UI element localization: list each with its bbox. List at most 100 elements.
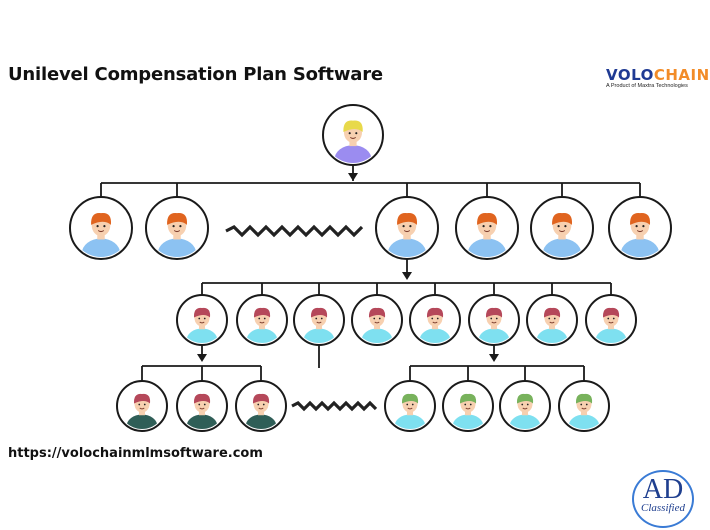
volochain-logo: VOLOCHAIN® A Product of Maxtra Technolog…: [606, 66, 710, 89]
level3-left-avatar-icon: [116, 380, 168, 432]
avatar-mouth: [403, 230, 411, 233]
avatar-eye: [203, 317, 206, 320]
avatar-eye: [495, 317, 498, 320]
avatar-eye: [526, 403, 529, 406]
avatar-eye: [406, 403, 409, 406]
level2-avatar-icon: [293, 294, 345, 346]
avatar-eye: [642, 225, 645, 228]
avatar-eye: [378, 317, 381, 320]
avatar-eye: [373, 317, 376, 320]
avatar-shirt: [509, 414, 541, 429]
avatar-hair: [253, 307, 271, 318]
level2-left-arrow-down-icon: [197, 354, 207, 362]
avatar-eye: [103, 225, 106, 228]
avatar-mouth: [199, 321, 205, 324]
avatar-mouth: [258, 407, 264, 410]
avatar-shirt: [568, 414, 600, 429]
avatar-mouth: [549, 321, 555, 324]
avatar-hair: [575, 393, 593, 404]
diagram-title: Unilevel Compensation Plan Software: [8, 64, 383, 85]
avatar-eye: [548, 317, 551, 320]
level2-avatar-icon: [585, 294, 637, 346]
avatar-eye: [348, 132, 351, 135]
level2-avatar-icon: [351, 294, 403, 346]
avatar-eye: [355, 132, 358, 135]
avatar-hair: [397, 213, 418, 225]
level1-avatar-icon: [69, 196, 133, 260]
avatar-hair: [426, 307, 444, 318]
root-arrow-down-icon: [348, 173, 358, 181]
avatar-shirt: [245, 414, 277, 429]
avatar-hair: [368, 307, 386, 318]
avatar-mouth: [199, 407, 205, 410]
avatar-shirt: [81, 238, 121, 257]
level3-left-avatar-icon: [176, 380, 228, 432]
level2-avatar-icon: [409, 294, 461, 346]
avatar-shirt: [542, 238, 582, 257]
avatar-mouth: [581, 407, 587, 410]
avatar-eye: [607, 317, 610, 320]
avatar-eye: [198, 403, 201, 406]
logo-tagline: A Product of Maxtra Technologies: [606, 83, 688, 89]
avatar-eye: [172, 225, 175, 228]
avatar-eye: [262, 403, 265, 406]
avatar-eye: [138, 403, 141, 406]
level1-avatar-icon: [608, 196, 672, 260]
avatar-hair: [459, 393, 477, 404]
badge-big-text: AD: [642, 474, 684, 505]
avatar-hair: [193, 393, 211, 404]
avatar-mouth: [349, 136, 357, 139]
website-url[interactable]: https://volochainmlmsoftware.com: [8, 446, 263, 461]
avatar-mouth: [173, 230, 181, 233]
level2-avatar-icon: [236, 294, 288, 346]
avatar-eye: [179, 225, 182, 228]
avatar-hair: [602, 307, 620, 318]
avatar-shirt: [186, 328, 218, 343]
avatar-mouth: [608, 321, 614, 324]
avatar-eye: [482, 225, 485, 228]
avatar-mouth: [407, 407, 413, 410]
avatar-hair: [133, 393, 151, 404]
avatar-eye: [490, 317, 493, 320]
avatar-hair: [477, 213, 498, 225]
avatar-eye: [203, 403, 206, 406]
avatar-eye: [635, 225, 638, 228]
avatar-eye: [411, 403, 414, 406]
avatar-mouth: [316, 321, 322, 324]
avatar-eye: [263, 317, 266, 320]
avatar-shirt: [478, 328, 510, 343]
logo-brand-volo: VOLO: [606, 66, 654, 84]
avatar-mouth: [558, 230, 566, 233]
avatar-mouth: [259, 321, 265, 324]
avatar-shirt: [157, 238, 197, 257]
avatar-eye: [409, 225, 412, 228]
avatar-eye: [489, 225, 492, 228]
avatar-shirt: [303, 328, 335, 343]
level3-right-avatar-icon: [499, 380, 551, 432]
avatar-hair: [630, 213, 651, 225]
avatar-eye: [258, 317, 261, 320]
level1-arrow-down-icon: [402, 272, 412, 280]
avatar-shirt: [186, 414, 218, 429]
avatar-hair: [167, 213, 188, 225]
avatar-mouth: [483, 230, 491, 233]
level2-right-arrow-down-icon: [489, 354, 499, 362]
avatar-eye: [612, 317, 615, 320]
avatar-hair: [193, 307, 211, 318]
level2-avatar-icon: [176, 294, 228, 346]
avatar-shirt: [394, 414, 426, 429]
avatar-eye: [315, 317, 318, 320]
level2-avatar-icon: [468, 294, 520, 346]
avatar-hair: [485, 307, 503, 318]
avatar-eye: [198, 317, 201, 320]
avatar-shirt: [595, 328, 627, 343]
avatar-shirt: [246, 328, 278, 343]
level1-avatar-icon: [530, 196, 594, 260]
level1-avatar-icon: [455, 196, 519, 260]
level1-avatar-icon: [145, 196, 209, 260]
avatar-eye: [464, 403, 467, 406]
avatar-shirt: [361, 328, 393, 343]
level1-zigzag-icon: [225, 224, 364, 238]
ad-classified-badge: AD Classified: [632, 470, 694, 528]
